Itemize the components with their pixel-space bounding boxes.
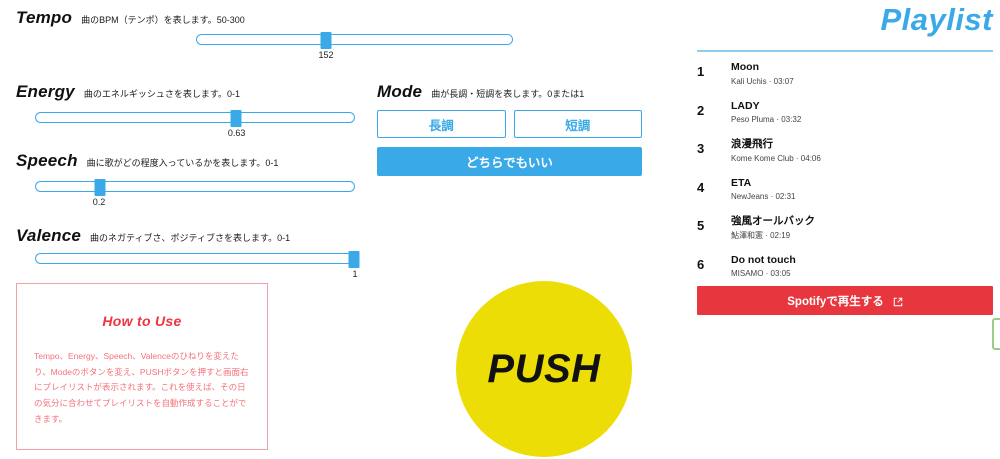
slider-thumb-tempo[interactable]	[320, 32, 332, 49]
track-info: ETA NewJeans · 02:31	[731, 174, 993, 205]
param-name-speech: Speech	[16, 151, 78, 170]
param-header-valence: Valence 曲のネガティブさ、ポジティブさを表します。0-1	[16, 226, 290, 246]
slider-value-energy: 0.63	[227, 128, 246, 138]
playlist-title: Playlist	[880, 2, 993, 37]
slider-energy[interactable]: 0.63	[35, 110, 355, 138]
slider-tempo[interactable]: 152	[196, 32, 513, 60]
playlist-track-row[interactable]: 3 浪漫飛行 Kome Kome Club · 04:06	[697, 135, 993, 174]
spotify-play-button[interactable]: Spotifyで再生する	[697, 286, 993, 315]
how-to-use-body: Tempo、Energy、Speech、Valenceのひねりを変えたり、Mod…	[34, 351, 249, 424]
track-info: LADY Peso Pluma · 03:32	[731, 97, 993, 128]
playlist-track-row[interactable]: 4 ETA NewJeans · 02:31	[697, 174, 993, 213]
track-number: 2	[697, 102, 705, 118]
track-title: Moon	[731, 61, 759, 73]
param-desc-energy: 曲のエネルギッシュさを表します。0-1	[83, 89, 240, 99]
param-name-energy: Energy	[16, 82, 75, 101]
param-desc-speech: 曲に歌がどの程度入っているかを表します。0-1	[86, 158, 279, 168]
param-name-mode: Mode	[377, 82, 423, 101]
push-button-label: PUSH	[487, 346, 601, 391]
track-meta: Kali Uchis · 03:07	[731, 76, 794, 86]
slider-track-valence[interactable]	[35, 251, 360, 268]
external-link-icon	[893, 297, 903, 307]
slider-value-speech: 0.2	[92, 197, 106, 207]
param-desc-tempo: 曲のBPM（テンポ）を表します。50-300	[81, 15, 245, 25]
mode-either-button[interactable]: どちらでもいい	[377, 147, 642, 176]
track-meta: NewJeans · 02:31	[731, 192, 796, 202]
track-title: 浪漫飛行	[731, 138, 773, 150]
how-to-use-box: How to Use Tempo、Energy、Speech、Valenceのひ…	[16, 283, 268, 450]
param-header-energy: Energy 曲のエネルギッシュさを表します。0-1	[16, 82, 240, 102]
track-meta: 鮎澤和憲 · 02:19	[731, 230, 791, 240]
mode-minor-button[interactable]: 短調	[513, 110, 642, 138]
track-number: 3	[697, 141, 705, 156]
spotify-play-label: Spotifyで再生する	[787, 295, 884, 308]
param-desc-mode: 曲が長調・短調を表します。0または1	[431, 89, 585, 99]
param-header-tempo: Tempo 曲のBPM（テンポ）を表します。50-300	[16, 8, 245, 28]
param-name-valence: Valence	[16, 226, 82, 245]
playlist-track-row[interactable]: 5 強風オールバック鮎澤和憲 · 02:19	[697, 212, 993, 251]
track-number: 5	[697, 218, 705, 233]
slider-speech[interactable]: 0.2	[35, 179, 355, 207]
controls-panel: Tempo 曲のBPM（テンポ）を表します。50-300 152 Energy …	[16, 8, 642, 457]
playlist-track-row[interactable]: 2 LADY Peso Pluma · 03:32	[697, 97, 993, 136]
track-title: LADY	[731, 99, 760, 112]
push-button[interactable]: PUSH	[456, 281, 632, 457]
track-number: 6	[697, 256, 705, 272]
playlist-divider	[697, 50, 993, 52]
param-header-speech: Speech 曲に歌がどの程度入っているかを表します。0-1	[16, 151, 278, 171]
track-number: 4	[697, 179, 705, 195]
track-info: 強風オールバック鮎澤和憲 · 02:19	[731, 212, 993, 243]
track-meta: MISAMO · 03:05	[731, 269, 791, 279]
slider-track-speech[interactable]	[35, 179, 355, 196]
mode-button-group: 長調 短調 どちらでもいい	[377, 110, 642, 176]
slider-value-valence: 1	[352, 269, 358, 279]
param-name-tempo: Tempo	[16, 8, 73, 27]
track-title: Do not touch	[731, 253, 796, 266]
track-number: 1	[697, 64, 705, 79]
track-info: 浪漫飛行 Kome Kome Club · 04:06	[731, 135, 993, 166]
slider-thumb-speech[interactable]	[94, 179, 106, 196]
param-desc-valence: 曲のネガティブさ、ポジティブさを表します。0-1	[90, 233, 291, 243]
track-meta: Kome Kome Club · 04:06	[731, 153, 821, 163]
slider-valence[interactable]: 1	[35, 251, 360, 279]
mode-major-button[interactable]: 長調	[377, 110, 506, 138]
slider-thumb-valence[interactable]	[348, 251, 360, 268]
edge-widget[interactable]	[992, 318, 1000, 350]
slider-track-energy[interactable]	[35, 110, 355, 127]
track-meta: Peso Pluma · 03:32	[731, 115, 802, 125]
slider-track-tempo[interactable]	[196, 32, 513, 49]
track-title: 強風オールバック	[731, 215, 815, 227]
mode-button-row: 長調 短調	[377, 110, 642, 138]
slider-value-tempo: 152	[318, 50, 334, 60]
slider-thumb-energy[interactable]	[230, 110, 242, 127]
track-title: ETA	[731, 176, 752, 189]
param-header-mode: Mode 曲が長調・短調を表します。0または1	[377, 82, 584, 102]
how-to-use-title: How to Use	[102, 313, 182, 329]
